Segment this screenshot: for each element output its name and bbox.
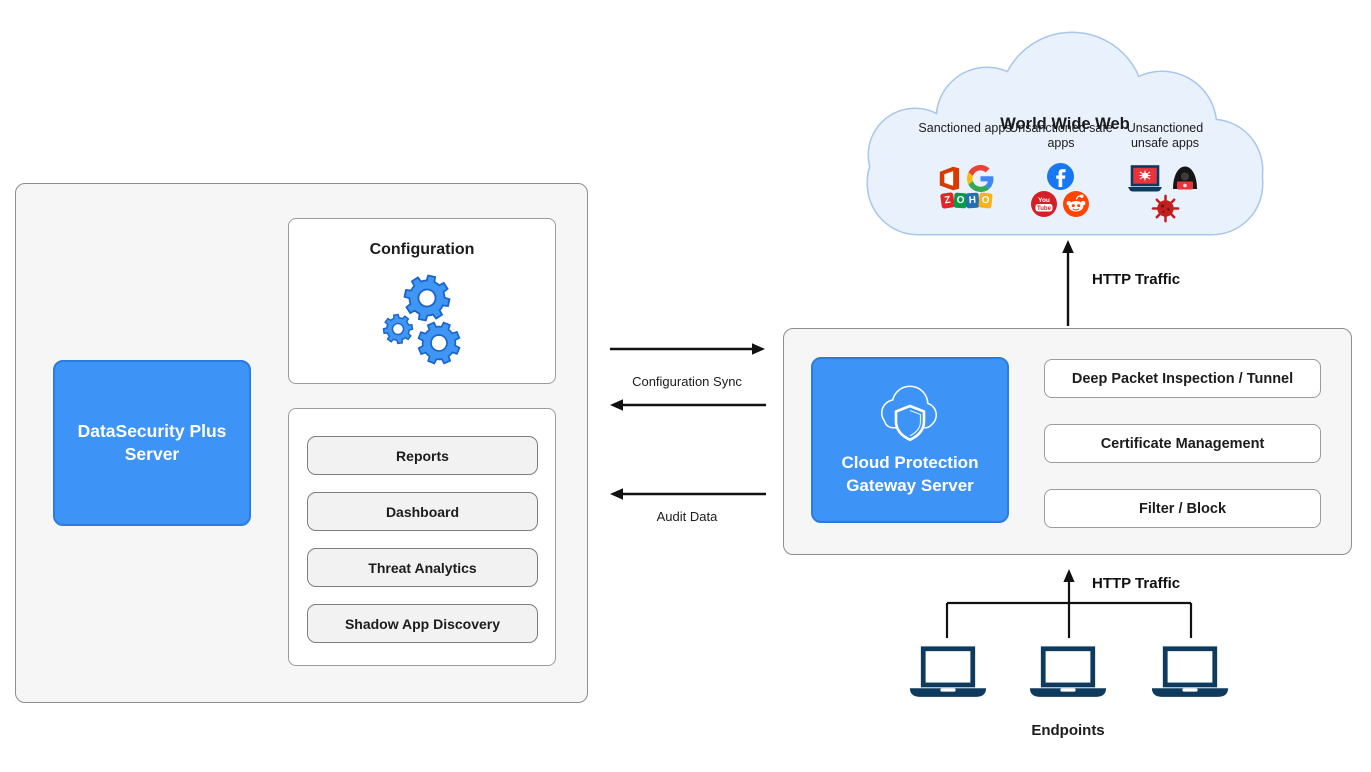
svg-text:Tube: Tube [1037,206,1052,212]
sanctioned-apps-label: Sanctioned apps [918,121,1012,135]
dashboard-item: Dashboard [307,492,538,531]
virus-icon [1151,194,1180,223]
sync-arrows [610,343,766,500]
gateway-server-box: Cloud Protection Gateway Server [811,357,1009,523]
certificate-management-item: Certificate Management [1044,424,1321,463]
http-traffic-bottom-label: HTTP Traffic [1092,575,1181,592]
endpoints-connector [945,569,1193,638]
endpoints-label: Endpoints [1031,722,1105,739]
audit-data-label: Audit Data [656,509,718,524]
facebook-icon [1047,163,1074,190]
unsanctioned-safe-apps-label: Unsanctioned safe apps [1009,121,1113,150]
hacker-icon [1173,166,1197,190]
gateway-to-web-arrow [1062,240,1074,326]
office-icon [939,166,960,191]
configuration-title: Configuration [369,241,475,258]
datasecurity-server-box: DataSecurity Plus Server [53,360,251,526]
reports-item: Reports [307,436,538,475]
malware-laptop-icon [1128,165,1162,192]
world-wide-web-cloud: World Wide Web Sanctioned apps Unsanctio… [865,28,1265,238]
configuration-box: Configuration [288,218,556,384]
world-wide-web-title: World Wide Web [1000,115,1130,133]
shadow-app-discovery-item: Shadow App Discovery [307,604,538,643]
http-traffic-top-label: HTTP Traffic [1092,271,1181,288]
filter-block-item: Filter / Block [1044,489,1321,528]
laptop-icon [909,646,987,697]
zoho-icon: Z O H O [940,192,993,209]
features-box: Reports Dashboard Threat Analytics Shado… [288,408,556,666]
gateway-panel: Cloud Protection Gateway Server Deep Pac… [783,328,1352,555]
cloud-shield-icon [881,385,937,442]
unsanctioned-unsafe-apps-label: Unsanctioned unsafe apps [1126,121,1204,150]
gateway-server-label: Cloud Protection Gateway Server [841,453,979,495]
datasecurity-panel: DataSecurity Plus Server Configuration R… [15,183,588,703]
gears-icon [381,270,467,371]
threat-analytics-item: Threat Analytics [307,548,538,587]
reddit-icon [1063,191,1089,217]
google-icon [967,165,994,192]
laptop-icon [1151,646,1229,697]
datasecurity-server-label: DataSecurity Plus Server [77,421,227,464]
youtube-icon: You Tube [1031,191,1057,217]
laptop-icon [1029,646,1107,697]
svg-text:You: You [1038,197,1050,204]
deep-packet-inspection-item: Deep Packet Inspection / Tunnel [1044,359,1321,398]
configuration-sync-label: Configuration Sync [632,374,742,389]
